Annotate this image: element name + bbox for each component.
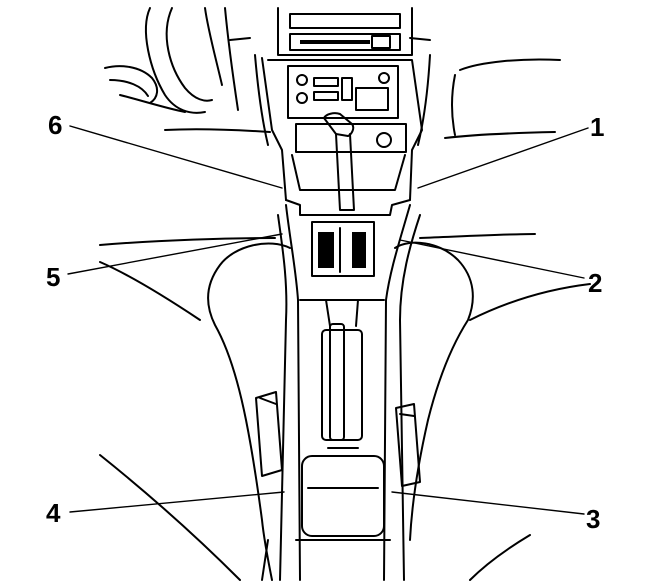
seat-belt-buckle-left (255, 391, 283, 477)
dashboard-outline (164, 37, 561, 139)
seat-belt-buckle-right (395, 403, 421, 487)
callout-1: 1 (590, 112, 604, 142)
leader-line-3 (391, 491, 585, 515)
radio-head-unit (277, 7, 413, 56)
leader-line-2 (399, 239, 585, 279)
rear-compartment (295, 455, 391, 541)
leader-line-4 (69, 491, 285, 513)
leader-line-1 (417, 127, 589, 189)
leader-line-5 (67, 233, 283, 275)
callout-labels: 1 2 3 4 5 6 (46, 110, 604, 534)
callout-3: 3 (586, 504, 600, 534)
leader-lines (67, 125, 589, 515)
floor-lines (99, 454, 531, 581)
console-body (277, 204, 421, 581)
callout-6: 6 (48, 110, 62, 140)
callout-2: 2 (588, 268, 602, 298)
leader-line-6 (69, 125, 283, 189)
shift-indicator (311, 221, 375, 277)
right-seat (394, 233, 591, 541)
callout-4: 4 (46, 498, 61, 528)
left-seat (99, 237, 291, 581)
parking-brake-lever (321, 299, 363, 449)
steering-wheel (104, 7, 239, 114)
callout-5: 5 (46, 262, 60, 292)
gear-shift-lever (323, 112, 355, 211)
